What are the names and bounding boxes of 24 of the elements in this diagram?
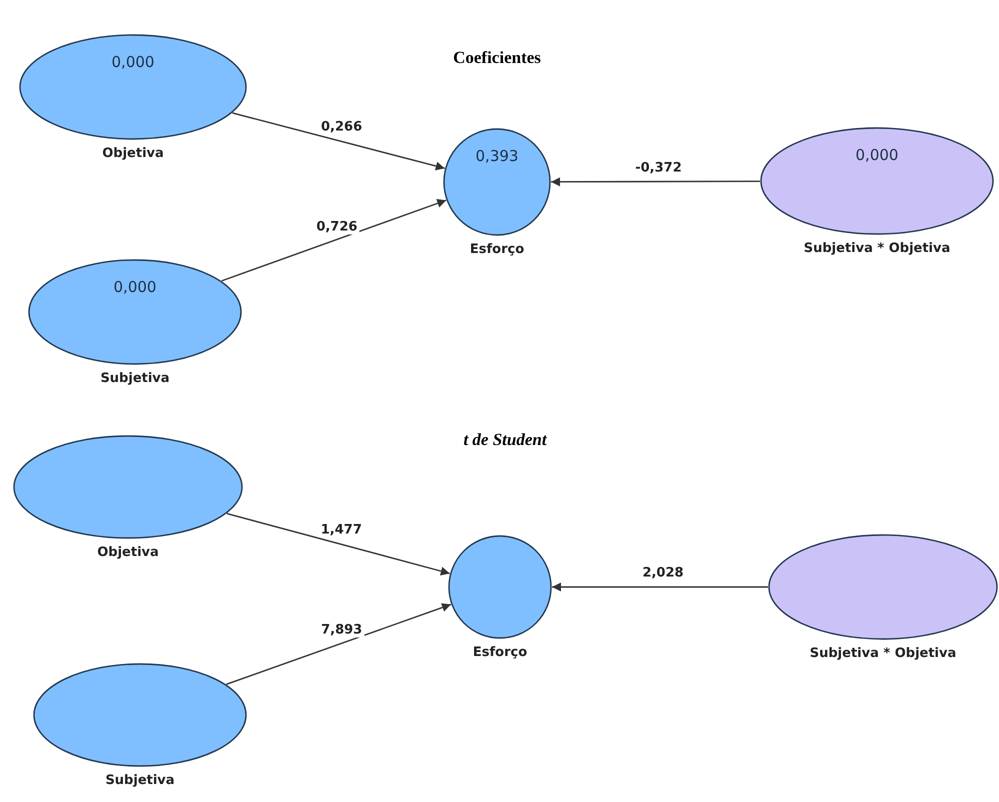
path-arrow	[221, 199, 446, 282]
r-squared-value: 0,000	[112, 278, 158, 296]
variable-name: Esforço	[470, 242, 524, 257]
r-squared-value: 0,000	[110, 52, 156, 71]
variable-name: Objetiva	[97, 545, 159, 560]
path-arrow	[226, 512, 450, 576]
variable-name: Subjetiva	[100, 371, 170, 386]
variable-name: Subjetiva * Objetiva	[810, 646, 956, 661]
edge-label: 7,893	[319, 622, 364, 638]
r-squared-value: 0,000	[854, 146, 900, 164]
path-arrow	[226, 603, 452, 685]
path-arrow	[232, 112, 445, 170]
edge-label: -0,372	[633, 160, 684, 176]
edge-label: 0,726	[314, 219, 360, 234]
r-squared-value: 0,393	[474, 146, 520, 165]
variable-name: Subjetiva * Objetiva	[804, 241, 950, 256]
variable-name: Esforço	[472, 645, 528, 660]
path-arrow	[552, 582, 768, 592]
path-arrow	[551, 177, 760, 186]
section-title: Coeficientes	[453, 48, 541, 68]
section-title: t de Student	[463, 430, 547, 450]
variable-name: Subjetiva	[105, 773, 175, 788]
edge-label: 0,266	[319, 119, 364, 134]
variable-name: Objetiva	[102, 146, 164, 161]
